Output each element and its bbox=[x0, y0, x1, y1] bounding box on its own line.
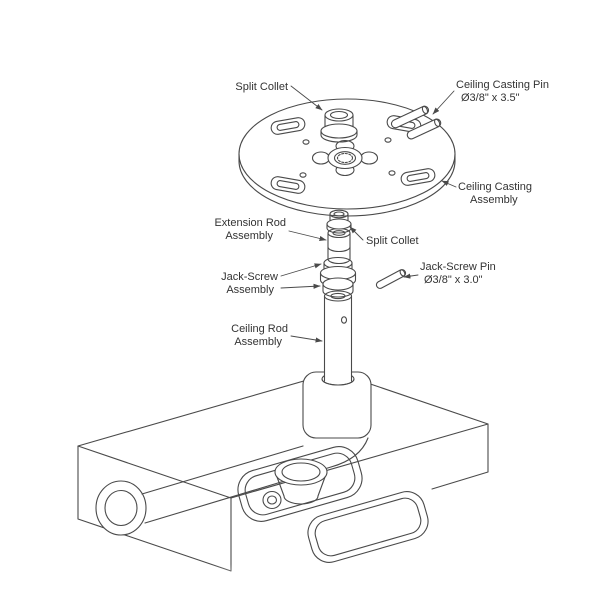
leader-ceiling-rod-assembly bbox=[290, 335, 323, 343]
label-extension-rod-assembly-line1: Extension Rod bbox=[214, 217, 286, 229]
leader-extension-rod-assembly bbox=[288, 230, 327, 241]
base-unit-drawing bbox=[77, 371, 489, 572]
leader-split-collet-mid bbox=[349, 226, 364, 241]
label-split-collet-top: Split Collet bbox=[235, 81, 288, 93]
leader-ceiling-casting-assembly bbox=[441, 180, 457, 188]
leader-jack-screw-assembly-2 bbox=[280, 283, 321, 289]
label-ceiling-rod-assembly-line2: Assembly bbox=[234, 336, 282, 348]
label-jack-screw-pin-line1: Jack-Screw Pin bbox=[420, 261, 496, 273]
label-ceiling-casting-pin-line1: Ceiling Casting Pin bbox=[456, 79, 549, 91]
label-jack-screw-assembly-line2: Assembly bbox=[226, 284, 274, 296]
base-pocket-2 bbox=[307, 491, 429, 563]
jack-screw-pin-drawing bbox=[375, 269, 407, 289]
label-jack-screw-assembly-line1: Jack-Screw bbox=[221, 271, 278, 283]
ceiling-casting-assembly-drawing bbox=[238, 98, 456, 217]
label-ceiling-casting-assembly-line2: Assembly bbox=[470, 194, 518, 206]
label-extension-rod-assembly-line2: Assembly bbox=[225, 230, 273, 242]
label-ceiling-rod-assembly-line1: Ceiling Rod bbox=[231, 323, 288, 335]
label-split-collet-mid: Split Collet bbox=[366, 235, 419, 247]
leader-jack-screw-pin bbox=[403, 273, 419, 279]
rod-housing-drawing bbox=[302, 371, 372, 439]
ceiling-rod-drawing bbox=[321, 290, 355, 386]
label-jack-screw-pin-line2: Ø3/8" x 3.0" bbox=[424, 274, 483, 286]
leader-ceiling-casting-pin bbox=[432, 90, 455, 115]
label-ceiling-casting-pin-line2: Ø3/8" x 3.5" bbox=[461, 92, 520, 104]
label-ceiling-casting-assembly-line1: Ceiling Casting bbox=[458, 181, 532, 193]
leader-jack-screw-assembly-1 bbox=[280, 263, 322, 277]
